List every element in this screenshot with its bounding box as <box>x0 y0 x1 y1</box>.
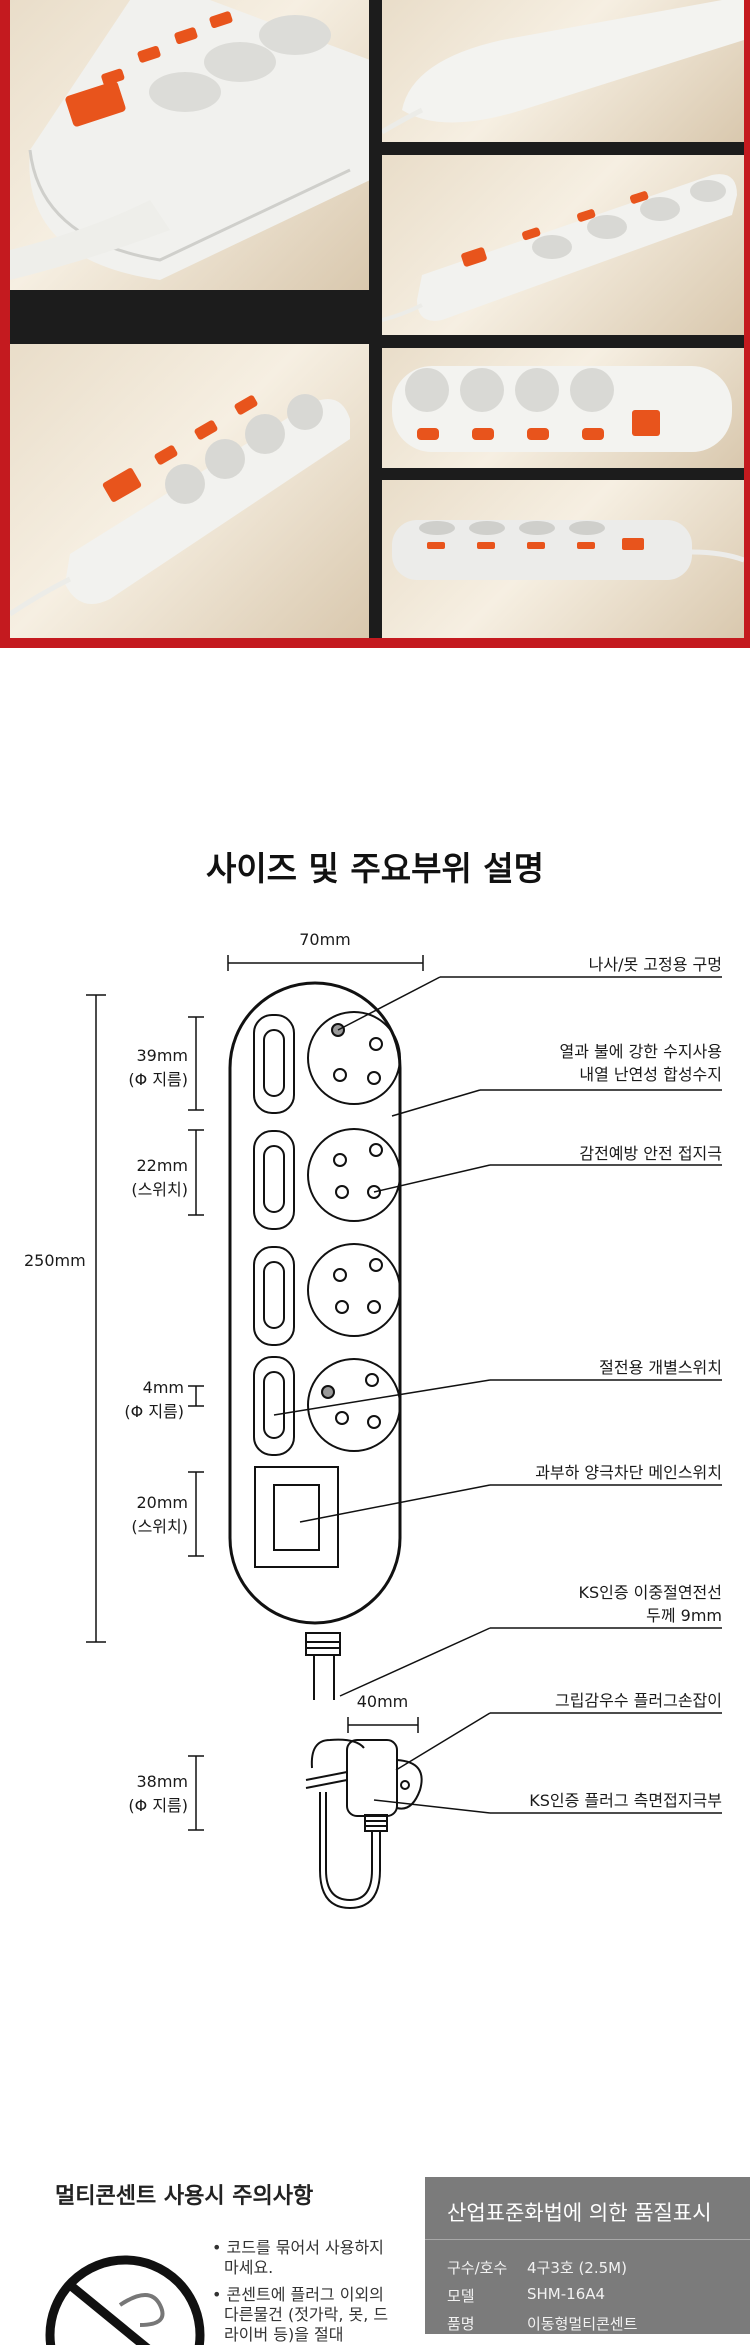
product-photo-low <box>382 480 744 638</box>
caution-panel: 멀티콘센트 사용시 주의사항 • 코드를 묶어서 사용하지 마세요. • 콘센트… <box>0 2150 410 2345</box>
dim-width: 70mm <box>299 930 351 949</box>
quality-value: SHM-16A4 <box>527 2285 606 2303</box>
product-photo-top <box>10 344 369 638</box>
dim-plug-note: (Φ 지름) <box>128 1796 188 1815</box>
callout-indiv-switch: 절전용 개별스위치 <box>599 1358 722 1377</box>
caution-item-1b: 마세요. <box>224 2258 274 2277</box>
quality-key: 품명 <box>447 2315 475 2333</box>
callout-lines <box>273 976 722 1814</box>
quality-key: 모델 <box>447 2287 475 2305</box>
caution-item-2: • 콘센트에 플러그 이외의 <box>212 2285 384 2304</box>
dim-indicator: 4mm <box>142 1378 184 1397</box>
dim-plug-width: 40mm <box>356 1692 409 1711</box>
dim-switch: 22mm <box>136 1156 188 1175</box>
callout-grip: 그립감우수 플러그손잡이 <box>554 1691 722 1710</box>
dim-plug: 38mm <box>136 1772 188 1791</box>
product-photo-angle <box>10 0 369 290</box>
callout-ground: 감전예방 안전 접지극 <box>579 1144 722 1163</box>
product-photo-back <box>382 0 744 142</box>
caution-item-2c: 라이버 등)을 절대 <box>224 2325 344 2344</box>
cable <box>305 1632 341 1700</box>
dim-hole: 39mm <box>136 1046 188 1065</box>
dim-main-switch-note: (스위치) <box>131 1517 188 1536</box>
product-photo-side <box>382 155 744 335</box>
bullet-icon: • <box>212 2285 227 2304</box>
dim-hole-note: (Φ 지름) <box>128 1070 188 1089</box>
product-photo-collage <box>0 0 750 648</box>
caution-item-1: • 코드를 묶어서 사용하지 <box>212 2238 384 2257</box>
main-switch-box <box>254 1466 339 1568</box>
size-diagram <box>86 955 722 1910</box>
collage-frame <box>10 0 744 638</box>
callout-cable-2: 두께 9mm <box>646 1606 722 1625</box>
quality-title: 산업표준화법에 의한 품질표시 <box>447 2201 712 2225</box>
dim-main-switch: 20mm <box>136 1493 188 1512</box>
dim-height: 250mm <box>24 1251 86 1270</box>
dim-switch-note: (스위치) <box>131 1180 188 1199</box>
quality-value: 이동형멀티콘센트 <box>527 2315 638 2333</box>
dimension-lines <box>86 955 424 1831</box>
callout-resin-2: 내열 난연성 합성수지 <box>579 1065 722 1084</box>
callout-screw-hole: 나사/못 고정용 구멍 <box>588 955 722 974</box>
callout-resin-1: 열과 불에 강한 수지사용 <box>559 1042 722 1061</box>
plug <box>305 1738 423 1910</box>
quality-panel: 산업표준화법에 의한 품질표시 구수/호수 4구3호 (2.5M) 모델 SHM… <box>425 2177 750 2334</box>
strip-body <box>228 981 402 1625</box>
bullet-icon: • <box>212 2238 227 2257</box>
main-switch-rocker <box>273 1484 320 1551</box>
caution-item-2b: 다른물건 (젓가락, 못, 드 <box>224 2305 389 2324</box>
callout-main-switch: 과부하 양극차단 메인스위치 <box>535 1463 722 1482</box>
dim-indicator-note: (Φ 지름) <box>124 1402 184 1421</box>
product-photo-front <box>382 348 744 468</box>
quality-divider <box>425 2239 750 2240</box>
caution-title: 멀티콘센트 사용시 주의사항 <box>55 2184 314 2209</box>
quality-value: 4구3호 (2.5M) <box>527 2259 627 2277</box>
callout-plug-ground: KS인증 플러그 측면접지극부 <box>529 1791 722 1810</box>
callout-cable-1: KS인증 이중절연전선 <box>578 1583 723 1602</box>
section-title: 사이즈 및 주요부위 설명 <box>205 849 545 888</box>
quality-key: 구수/호수 <box>447 2259 508 2277</box>
indicator-switches <box>253 1014 295 1456</box>
no-bundling-icon <box>45 2255 205 2345</box>
sockets <box>307 1011 401 1452</box>
